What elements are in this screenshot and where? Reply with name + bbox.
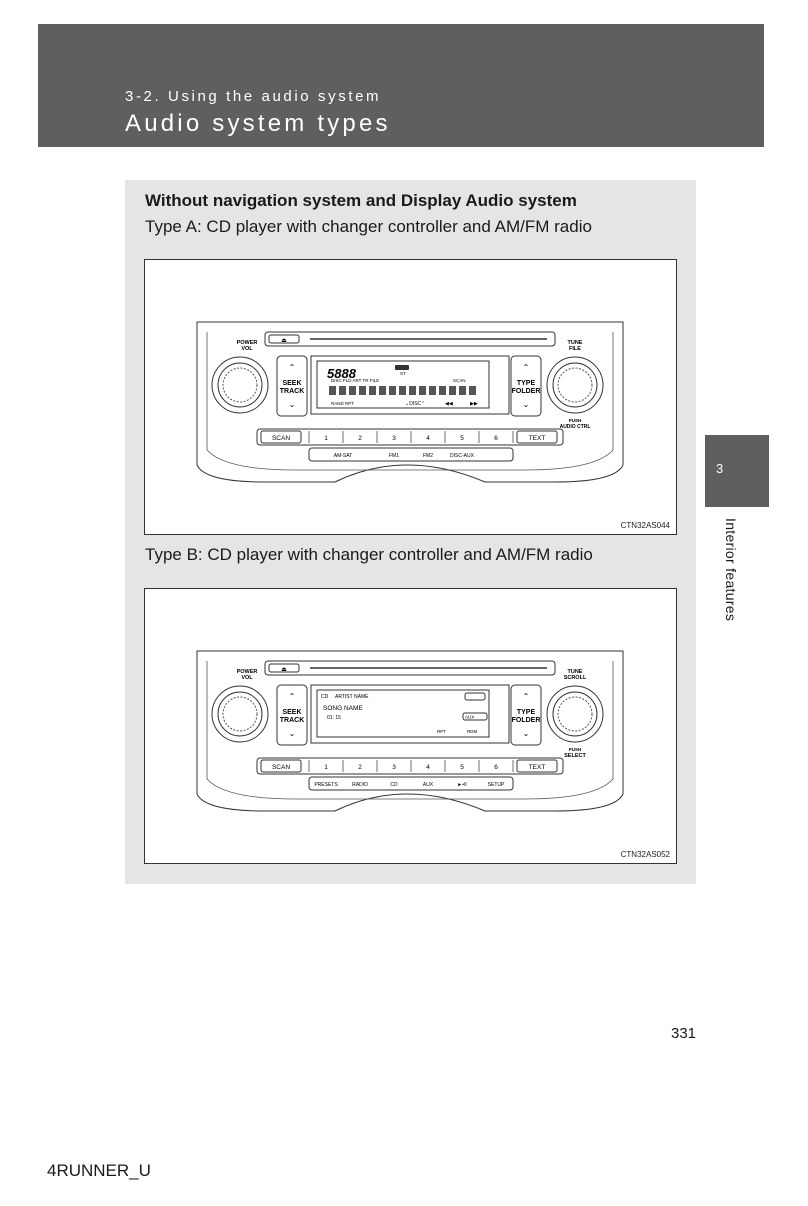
figure-code: CTN32AS044 bbox=[620, 521, 670, 530]
svg-text:5: 5 bbox=[460, 435, 464, 442]
svg-text:CD: CD bbox=[321, 694, 329, 700]
svg-text:⌃: ⌃ bbox=[523, 363, 530, 372]
svg-text:►•II: ►•II bbox=[457, 782, 466, 788]
display-digits: 5888 bbox=[327, 366, 357, 381]
type-b-radio-illustration: ⏏ POWER VOL TUNE SCROLL ⌃ SEEK TRACK ⌄ ⌃… bbox=[196, 650, 624, 812]
vol-label: VOL bbox=[241, 346, 253, 352]
type-b-caption: Type B: CD player with changer controlle… bbox=[145, 545, 593, 564]
svg-text:AUDIO CTRL: AUDIO CTRL bbox=[560, 424, 591, 430]
svg-text:AUX: AUX bbox=[423, 782, 434, 788]
seek-label: SEEK bbox=[282, 380, 301, 387]
svg-text:TEXT: TEXT bbox=[529, 764, 546, 771]
svg-text:SETUP: SETUP bbox=[488, 782, 505, 788]
svg-text:⌄: ⌄ bbox=[289, 400, 296, 409]
svg-text:RPT: RPT bbox=[437, 729, 446, 734]
svg-text:2: 2 bbox=[358, 764, 362, 771]
svg-text:⌃: ⌃ bbox=[289, 692, 296, 701]
svg-text:TEXT: TEXT bbox=[529, 435, 546, 442]
artist-name: ARTIST NAME bbox=[335, 694, 369, 700]
svg-text:SCAN: SCAN bbox=[453, 378, 466, 383]
svg-text:AM-SAT: AM-SAT bbox=[334, 453, 353, 459]
svg-text:TYPE: TYPE bbox=[517, 709, 536, 716]
svg-text:⏏: ⏏ bbox=[281, 338, 287, 344]
svg-text:SELECT: SELECT bbox=[564, 753, 586, 759]
svg-text:4: 4 bbox=[426, 764, 430, 771]
song-name: SONG NAME bbox=[323, 705, 363, 712]
track-label: TRACK bbox=[280, 388, 305, 395]
figure-code: CTN32AS052 bbox=[620, 850, 670, 859]
svg-text:ST: ST bbox=[400, 371, 406, 376]
text-button bbox=[516, 430, 558, 444]
svg-text:AUX: AUX bbox=[465, 715, 474, 720]
figure-type-b: ⏏ POWER VOL TUNE SCROLL ⌃ SEEK TRACK ⌄ ⌃… bbox=[144, 588, 677, 864]
svg-text:1: 1 bbox=[324, 435, 328, 442]
svg-text:SCAN: SCAN bbox=[272, 435, 290, 442]
svg-text:6: 6 bbox=[494, 435, 498, 442]
svg-text:2: 2 bbox=[358, 435, 362, 442]
svg-text:⌄DISC⌃: ⌄DISC⌃ bbox=[405, 401, 425, 407]
scan-button bbox=[260, 430, 302, 444]
svg-text:PUSH: PUSH bbox=[569, 418, 582, 423]
type-a-radio-illustration: ⏏ POWER VOL TUNE FILE ⌃ SEEK TRACK ⌄ ⌃ T… bbox=[196, 321, 624, 483]
chapter-tab-label: Interior features bbox=[723, 518, 739, 622]
svg-text:FOLDER: FOLDER bbox=[512, 717, 541, 724]
svg-text:◀◀: ◀◀ bbox=[445, 401, 453, 407]
svg-text:RADIO: RADIO bbox=[352, 782, 368, 788]
chapter-header: 3-2. Using the audio system Audio system… bbox=[38, 24, 764, 147]
svg-text:⌄: ⌄ bbox=[523, 729, 530, 738]
svg-text:SCAN: SCAN bbox=[272, 764, 290, 771]
figure-type-a: ⏏ POWER VOL TUNE FILE ⌃ SEEK TRACK ⌄ ⌃ T… bbox=[144, 259, 677, 535]
footer-model-code: 4RUNNER_U bbox=[47, 1161, 151, 1180]
eject-button bbox=[268, 663, 300, 673]
panel-heading: Without navigation system and Display Au… bbox=[145, 191, 577, 210]
svg-text:RAND RPT: RAND RPT bbox=[331, 401, 354, 406]
file-label: FILE bbox=[569, 346, 581, 352]
svg-text:⌃: ⌃ bbox=[523, 692, 530, 701]
svg-text:PUSH: PUSH bbox=[569, 747, 582, 752]
svg-text:⌄: ⌄ bbox=[523, 400, 530, 409]
chapter-tab: 3 bbox=[705, 435, 769, 507]
section-label: 3-2. Using the audio system bbox=[125, 88, 382, 105]
svg-text:5: 5 bbox=[460, 764, 464, 771]
page-title: Audio system types bbox=[125, 110, 391, 137]
power-label: POWER bbox=[237, 340, 258, 346]
type-a-caption: Type A: CD player with changer controlle… bbox=[145, 217, 592, 236]
svg-text:DISC-AUX: DISC-AUX bbox=[450, 453, 475, 459]
svg-text:FM1: FM1 bbox=[389, 453, 399, 459]
svg-text:⌃: ⌃ bbox=[289, 363, 296, 372]
svg-text:POWER: POWER bbox=[237, 669, 258, 675]
svg-text:1: 1 bbox=[324, 764, 328, 771]
play-time: 01: 15 bbox=[327, 715, 341, 721]
svg-text:FM2: FM2 bbox=[423, 453, 433, 459]
page-number: 331 bbox=[671, 1025, 697, 1042]
eject-button bbox=[268, 334, 300, 344]
svg-text:TRACK: TRACK bbox=[280, 717, 305, 724]
svg-text:⏏: ⏏ bbox=[281, 667, 287, 673]
svg-text:⌄: ⌄ bbox=[289, 729, 296, 738]
folder-label: FOLDER bbox=[512, 388, 541, 395]
svg-text:VOL: VOL bbox=[241, 675, 253, 681]
audio-types-panel: Without navigation system and Display Au… bbox=[125, 180, 696, 884]
svg-text:3: 3 bbox=[392, 764, 396, 771]
svg-text:CD: CD bbox=[390, 782, 398, 788]
display-flags: DISC FLD ART TR FILE bbox=[331, 378, 379, 383]
svg-text:SEEK: SEEK bbox=[282, 709, 301, 716]
svg-text:PRESETS: PRESETS bbox=[314, 782, 338, 788]
svg-text:3: 3 bbox=[392, 435, 396, 442]
svg-text:SCROLL: SCROLL bbox=[564, 675, 587, 681]
svg-text:TUNE: TUNE bbox=[568, 669, 583, 675]
svg-text:6: 6 bbox=[494, 764, 498, 771]
tune-label: TUNE bbox=[568, 340, 583, 346]
svg-text:4: 4 bbox=[426, 435, 430, 442]
type-label: TYPE bbox=[517, 380, 536, 387]
svg-text:▶▶: ▶▶ bbox=[470, 401, 478, 407]
chapter-number: 3 bbox=[716, 461, 724, 476]
svg-text:RDM: RDM bbox=[467, 729, 477, 734]
